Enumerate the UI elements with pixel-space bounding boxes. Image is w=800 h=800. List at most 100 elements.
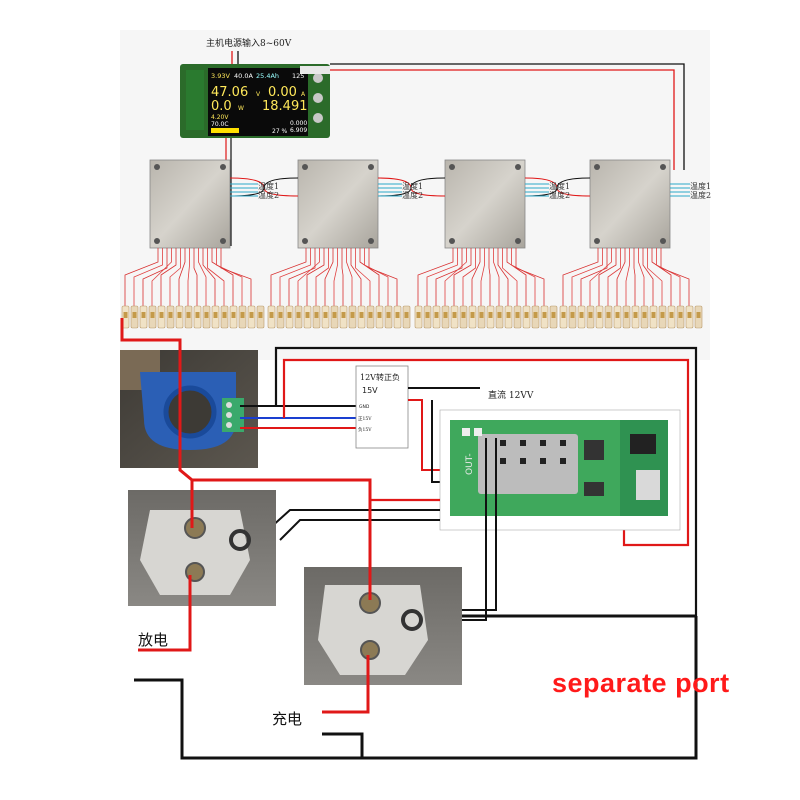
balance-wire — [497, 248, 509, 306]
cell-terminal-contact — [660, 312, 665, 318]
cell-terminal-contact — [588, 312, 593, 318]
charge-output-red — [322, 655, 370, 714]
cell-terminal-contact — [249, 312, 254, 318]
cell-terminal-contact — [150, 312, 155, 318]
converter-gnd-label: GND — [359, 404, 370, 410]
balance-wire — [151, 248, 172, 306]
balance-wire — [288, 248, 316, 306]
balance-wire — [198, 248, 207, 306]
cell-terminal-contact — [395, 312, 400, 318]
temp-leads-board4 — [670, 183, 690, 197]
outer-loop-red — [282, 358, 690, 547]
cell-terminal-contact — [452, 312, 457, 318]
cell-terminal-contact — [240, 312, 245, 318]
discharge-shunt-photo — [128, 490, 276, 606]
current-sensor-photo — [120, 350, 258, 468]
cell-terminal-contact — [497, 312, 502, 318]
cell-terminal-contact — [332, 312, 337, 318]
balance-wire — [488, 248, 491, 306]
display-low-value2: 6.909 — [290, 127, 307, 134]
cell-terminal-contact — [479, 312, 484, 318]
balance-wire — [462, 248, 476, 306]
cell-terminal-contact — [506, 312, 511, 318]
temp2-label-board1: 温度2 — [258, 190, 279, 200]
balance-wire — [220, 248, 252, 306]
cell-terminal-contact — [404, 312, 409, 318]
converter-title: 12V转正负 — [360, 372, 400, 382]
cell-terminal-contact — [186, 312, 191, 318]
balance-wire — [355, 248, 371, 306]
cell-terminal-contact — [222, 312, 227, 318]
balance-wire — [207, 248, 225, 306]
cell-terminal-row — [121, 305, 703, 329]
cell-terminal-contact — [561, 312, 566, 318]
display-low-voltage: 4.20V — [211, 114, 229, 121]
balance-wire — [341, 248, 344, 306]
display-main-voltage: 47.06 — [211, 85, 248, 100]
power-input-label: 主机电源输入8~60V — [206, 37, 292, 49]
temp1-label-board1: 温度1 — [258, 181, 279, 191]
cell-terminal-contact — [258, 312, 263, 318]
display-row1-voltage: 3.93V — [211, 72, 230, 80]
bms-board-2 — [297, 159, 379, 249]
cell-terminal-contact — [305, 312, 310, 318]
balance-wire — [571, 248, 603, 306]
display-power-unit: W — [238, 105, 244, 112]
cell-terminal-contact — [642, 312, 647, 318]
balance-wire — [453, 248, 472, 306]
temp2-label-board2: 温度2 — [402, 190, 423, 200]
cell-terminal-contact — [443, 312, 448, 318]
cell-terminal-contact — [341, 312, 346, 318]
bms-board-1 — [149, 159, 231, 249]
cell-terminal-contact — [231, 312, 236, 318]
display-to-board4-red — [330, 69, 675, 170]
temp1-label-board4: 温度1 — [690, 181, 711, 191]
balance-wire — [471, 248, 481, 306]
cell-terminal-contact — [551, 312, 556, 318]
balance-wire — [642, 248, 654, 306]
balance-wire — [502, 248, 518, 306]
cell-terminal-contact — [470, 312, 475, 318]
charge-negative-black — [322, 732, 364, 758]
converter-15v-label: 15V — [362, 386, 378, 395]
display-level-bar — [211, 128, 239, 133]
cell-terminal-contact — [213, 312, 218, 318]
balance-wire — [580, 248, 608, 306]
balance-wire — [426, 248, 458, 306]
cell-terminal-contact — [606, 312, 611, 318]
balance-wire — [193, 248, 198, 306]
balance-wire — [417, 248, 454, 306]
cell-terminal-contact — [377, 312, 382, 318]
balance-wire — [598, 248, 617, 306]
charge-shunt-photo — [304, 567, 462, 685]
temp2-label-board3: 温度2 — [549, 190, 570, 200]
display-current-unit: A — [301, 91, 306, 98]
balance-wire — [187, 248, 190, 306]
cell-terminal-contact — [296, 312, 301, 318]
main-bms-board-photo — [439, 409, 681, 531]
balance-wire — [315, 248, 329, 306]
cell-terminal-contact — [597, 312, 602, 318]
cell-terminal-contact — [314, 312, 319, 318]
temp-leads-board1 — [230, 183, 258, 197]
balance-wire — [647, 248, 663, 306]
board-out-label: OUT- — [465, 453, 475, 475]
cell-terminal-contact — [633, 312, 638, 318]
converter-out-red — [408, 399, 440, 471]
temp-leads-board3 — [525, 183, 549, 197]
display-main-energy: 18.491 — [262, 99, 308, 114]
display-voltage-unit: V — [256, 91, 261, 98]
cell-terminal-contact — [461, 312, 466, 318]
display-low-value1: 0.000 — [290, 120, 307, 127]
balance-wire — [607, 248, 621, 306]
balance-wire — [589, 248, 612, 306]
board-to-discharge-black — [279, 519, 440, 541]
outer-loop-black — [274, 346, 698, 616]
display-main-current: 0.00 — [268, 85, 297, 100]
bms-board-4 — [589, 159, 671, 249]
cell-terminal-contact — [678, 312, 683, 318]
converter-pos-label: 正15V — [358, 416, 372, 422]
balance-wire — [480, 248, 485, 306]
separate-port-label: separate port — [552, 668, 730, 698]
cell-terminal-contact — [434, 312, 439, 318]
